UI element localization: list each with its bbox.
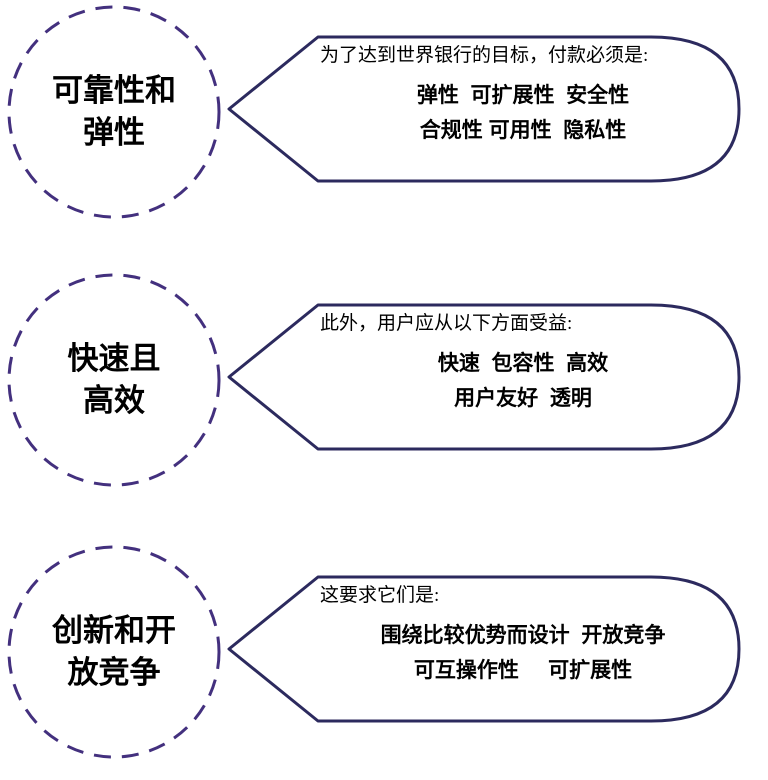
circle-label: 可靠性和 弹性	[6, 4, 222, 220]
callout-shape	[227, 303, 741, 451]
callout-items: 弹性 可扩展性 安全性 合规性 可用性 隐私性	[320, 78, 726, 148]
callout-lead: 这要求它们是:	[320, 585, 440, 606]
callout-content: 为了达到世界银行的目标，付款必须是: 弹性 可扩展性 安全性 合规性 可用性 隐…	[320, 43, 726, 180]
concept-circle-innovation: 创新和开 放竞争	[6, 544, 222, 760]
circle-label-line2: 高效	[83, 383, 145, 418]
circle-label: 快速且 高效	[6, 272, 222, 488]
callout-items-line1: 弹性 可扩展性 安全性	[416, 84, 630, 107]
circle-label-line2: 放竞争	[67, 655, 161, 690]
callout-content: 此外，用户应从以下方面受益: 快速 包容性 高效 用户友好 透明	[320, 311, 726, 448]
circle-label-line1: 快速且	[67, 341, 161, 376]
callout-shape	[227, 35, 741, 183]
diagram-row-speed: 快速且 高效 此外，用户应从以下方面受益: 快速 包容性 高效 用户友好 透明	[0, 268, 768, 508]
callout-items: 快速 包容性 高效 用户友好 透明	[320, 346, 726, 416]
callout-items-line2: 用户友好 透明	[454, 387, 592, 410]
circle-label-line1: 创新和开	[52, 613, 176, 648]
circle-label-line2: 弹性	[83, 115, 145, 150]
callout-shape	[227, 575, 741, 723]
concept-circle-speed: 快速且 高效	[6, 272, 222, 488]
callout-lead: 此外，用户应从以下方面受益:	[320, 313, 573, 334]
callout-items-line1: 快速 包容性 高效	[437, 352, 609, 375]
callout-bubble-speed: 此外，用户应从以下方面受益: 快速 包容性 高效 用户友好 透明	[226, 296, 742, 458]
callout-content: 这要求它们是: 围绕比较优势而设计 开放竞争 可互操作性 可扩展性	[320, 583, 726, 720]
callout-items: 围绕比较优势而设计 开放竞争 可互操作性 可扩展性	[320, 618, 726, 688]
callout-bubble-reliability: 为了达到世界银行的目标，付款必须是: 弹性 可扩展性 安全性 合规性 可用性 隐…	[226, 28, 742, 190]
callout-items-line2: 可互操作性 可扩展性	[413, 659, 633, 682]
callout-items-line2: 合规性 可用性 隐私性	[419, 119, 627, 142]
concept-circle-reliability: 可靠性和 弹性	[6, 4, 222, 220]
dashed-circle-shape	[7, 545, 221, 759]
dashed-circle-shape	[7, 5, 221, 219]
dashed-circle-shape	[7, 273, 221, 487]
diagram-row-reliability: 可靠性和 弹性 为了达到世界银行的目标，付款必须是: 弹性 可扩展性 安全性 合…	[0, 0, 768, 240]
diagram-row-innovation: 创新和开 放竞争 这要求它们是: 围绕比较优势而设计 开放竞争 可互操作性 可扩…	[0, 540, 768, 780]
callout-lead: 为了达到世界银行的目标，付款必须是:	[320, 45, 649, 66]
callout-items-line1: 围绕比较优势而设计 开放竞争	[380, 624, 666, 647]
circle-label-line1: 可靠性和	[52, 73, 176, 108]
callout-bubble-innovation: 这要求它们是: 围绕比较优势而设计 开放竞争 可互操作性 可扩展性	[226, 568, 742, 730]
circle-label: 创新和开 放竞争	[6, 544, 222, 760]
